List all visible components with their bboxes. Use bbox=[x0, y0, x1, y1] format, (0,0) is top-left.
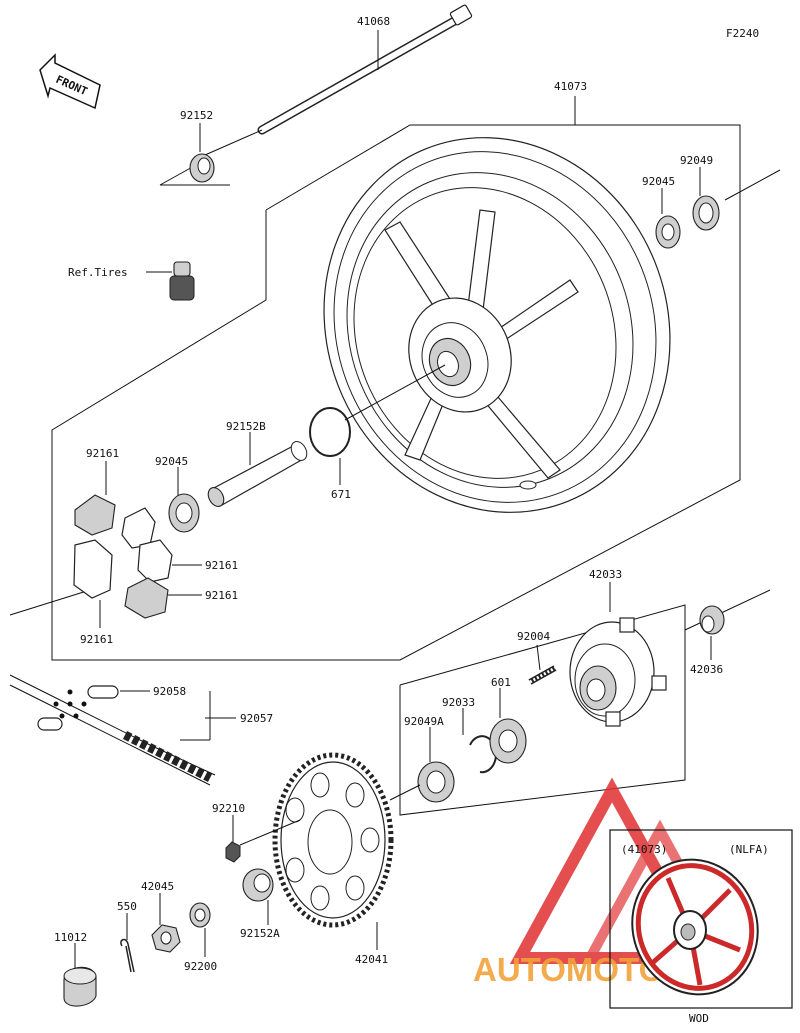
bearing-right bbox=[655, 215, 681, 249]
inset-ref: (41073) bbox=[621, 843, 667, 856]
hub-coupling bbox=[569, 617, 667, 727]
damper-mid bbox=[137, 539, 173, 583]
axle-nut bbox=[151, 924, 181, 953]
collar-left bbox=[189, 153, 215, 183]
callout-damper-mid: 92161 bbox=[205, 559, 238, 572]
callout-cap: 11012 bbox=[54, 931, 87, 944]
callout-chain-link: 92058 bbox=[153, 685, 186, 698]
inset-wheel bbox=[631, 858, 759, 996]
collar-hub bbox=[699, 605, 725, 635]
bearing-hub bbox=[489, 718, 527, 764]
callout-collar-left: 92152 bbox=[180, 109, 213, 122]
callout-hub-coupling: 42033 bbox=[589, 568, 622, 581]
callout-bearing-right: 92045 bbox=[642, 175, 675, 188]
stud bbox=[528, 665, 557, 685]
callout-damper-bottom: 92161 bbox=[80, 633, 113, 646]
cotter-pin bbox=[120, 938, 135, 973]
callout-seal-hub: 92049A bbox=[404, 715, 444, 728]
rear-wheel bbox=[323, 137, 671, 513]
seal-right bbox=[692, 195, 720, 231]
callout-stud: 92004 bbox=[517, 630, 550, 643]
drive-chain bbox=[9, 674, 216, 786]
callout-axle: 41068 bbox=[357, 15, 390, 28]
o-ring bbox=[309, 407, 351, 457]
callout-oring: 671 bbox=[331, 488, 351, 501]
callout-nut: 92210 bbox=[212, 802, 245, 815]
spacer bbox=[242, 868, 274, 902]
damper-set bbox=[73, 494, 173, 619]
tire-valve bbox=[169, 261, 195, 301]
sprocket-nut bbox=[225, 841, 241, 863]
sprocket bbox=[272, 752, 394, 928]
callout-spacer: 92152A bbox=[240, 927, 280, 940]
axle-cap bbox=[63, 966, 97, 1007]
washer bbox=[189, 902, 211, 928]
callout-circlip: 92033 bbox=[442, 696, 475, 709]
callout-wheel: 41073 bbox=[554, 80, 587, 93]
damper-low bbox=[124, 577, 169, 619]
seal-hub bbox=[417, 761, 455, 803]
wheel-group-box bbox=[51, 124, 741, 661]
callout-cotter-pin: 550 bbox=[117, 900, 137, 913]
inset-variant: (NLFA) bbox=[729, 843, 769, 856]
callout-collar-hub: 42036 bbox=[690, 663, 723, 676]
front-arrow-icon: FRONT bbox=[39, 53, 101, 110]
callout-washer: 92200 bbox=[184, 960, 217, 973]
chain-link bbox=[37, 685, 119, 731]
collar-center bbox=[207, 441, 308, 507]
bearing-left bbox=[168, 493, 200, 533]
inset-caption: WOD bbox=[689, 1012, 709, 1025]
axle bbox=[204, 4, 473, 156]
callout-sprocket: 42041 bbox=[355, 953, 388, 966]
diagram-code: F2240 bbox=[726, 27, 759, 40]
damper-left bbox=[73, 539, 113, 599]
callout-bearing-hub: 601 bbox=[491, 676, 511, 689]
callout-seal-right: 92049 bbox=[680, 154, 713, 167]
callout-collar-center: 92152B bbox=[226, 420, 266, 433]
damper-top bbox=[74, 494, 116, 536]
callout-axle-nut: 42045 bbox=[141, 880, 174, 893]
callout-bearing-left: 92045 bbox=[155, 455, 188, 468]
variant-inset: (41073) (NLFA) WOD bbox=[609, 829, 793, 1025]
callout-chain: 92057 bbox=[240, 712, 273, 725]
callout-damper-top: 92161 bbox=[86, 447, 119, 460]
callout-valve: Ref.Tires bbox=[68, 266, 128, 279]
callout-damper-low: 92161 bbox=[205, 589, 238, 602]
